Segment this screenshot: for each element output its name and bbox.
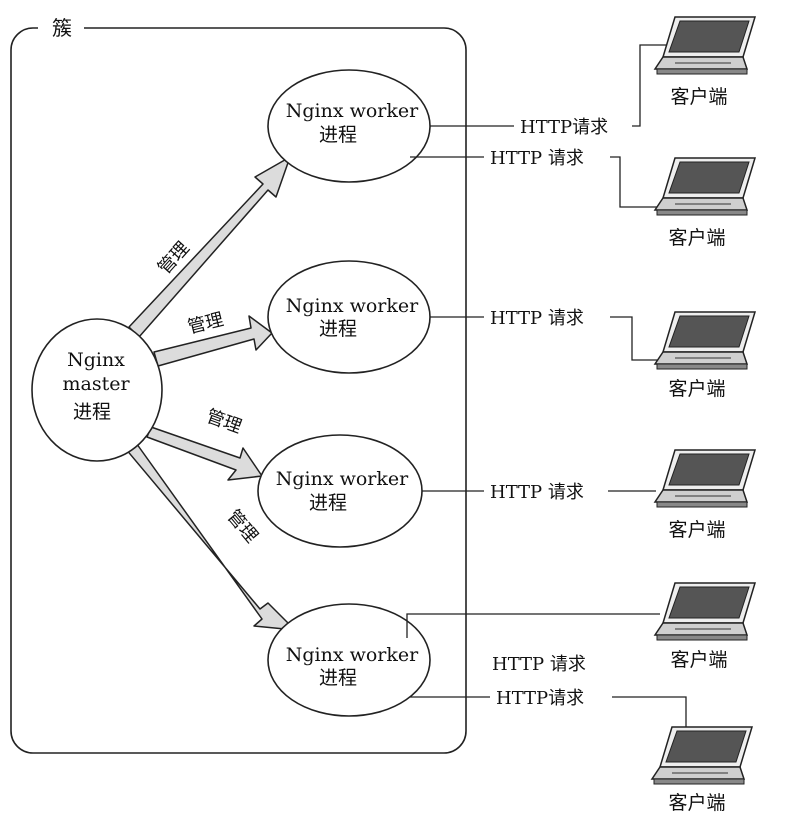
worker-label-line1: Nginx worker	[286, 644, 419, 666]
client-label: 客户端	[670, 649, 727, 671]
manage-label-3: 管理	[203, 406, 244, 438]
manage-arrows	[124, 156, 296, 631]
http-label-2: HTTP 请求	[490, 148, 584, 169]
client-3: 客户端	[654, 311, 756, 400]
laptop-icon	[654, 157, 756, 216]
manage-arrow-4	[124, 439, 296, 631]
manage-arrow-2	[153, 315, 273, 367]
client-label: 客户端	[668, 378, 725, 400]
cluster-frame	[10, 27, 467, 754]
laptop-icon	[651, 726, 753, 785]
laptop-icon	[654, 449, 756, 508]
http-label-6: HTTP请求	[496, 688, 584, 709]
worker-ellipse	[267, 603, 431, 717]
client-4: 客户端	[654, 449, 756, 541]
http-label-4: HTTP 请求	[490, 482, 584, 503]
connection-line-1b	[632, 44, 676, 127]
manage-arrow-1	[128, 156, 291, 338]
master-node: Nginx master 进程	[31, 318, 163, 462]
http-label-3: HTTP 请求	[490, 308, 584, 329]
worker-ellipse	[267, 260, 431, 374]
worker-ellipse	[257, 434, 423, 548]
manage-label-4: 管理	[223, 506, 262, 547]
http-label-1: HTTP请求	[520, 117, 608, 138]
worker-node-3: Nginx worker 进程	[257, 434, 423, 548]
cluster-label: 簇	[52, 16, 72, 40]
client-label: 客户端	[668, 792, 725, 814]
laptop-icon	[654, 311, 756, 370]
master-label-line3: 进程	[73, 401, 111, 423]
client-1: 客户端	[654, 16, 756, 108]
connection-lines	[406, 44, 687, 762]
worker-node-4: Nginx worker 进程	[267, 603, 431, 717]
worker-node-2: Nginx worker 进程	[267, 260, 431, 374]
connection-line-3b	[610, 316, 660, 361]
worker-label-line2: 进程	[309, 492, 347, 514]
client-label: 客户端	[668, 519, 725, 541]
laptop-icon	[654, 582, 756, 641]
worker-label-line1: Nginx worker	[286, 100, 419, 122]
worker-label-line1: Nginx worker	[276, 468, 409, 490]
laptop-icon	[654, 16, 756, 75]
master-label-line2: master	[62, 373, 130, 395]
master-label-line1: Nginx	[67, 349, 125, 371]
worker-label-line1: Nginx worker	[286, 295, 419, 317]
master-ellipse	[31, 318, 163, 462]
client-2: 客户端	[654, 157, 756, 249]
cluster-label-bg	[38, 14, 84, 40]
client-label: 客户端	[668, 227, 725, 249]
manage-arrow-3	[146, 426, 263, 481]
client-label: 客户端	[670, 86, 727, 108]
client-5: 客户端	[654, 582, 756, 671]
manage-label-2: 管理	[186, 309, 226, 338]
connection-line-5	[406, 613, 660, 638]
worker-label-line2: 进程	[319, 667, 357, 689]
connection-line-2b	[610, 156, 660, 208]
worker-label-line2: 进程	[319, 124, 357, 146]
worker-node-1: Nginx worker 进程	[267, 69, 431, 183]
worker-label-line2: 进程	[319, 318, 357, 340]
client-6: 客户端	[651, 726, 753, 814]
http-label-5: HTTP 请求	[492, 654, 586, 675]
